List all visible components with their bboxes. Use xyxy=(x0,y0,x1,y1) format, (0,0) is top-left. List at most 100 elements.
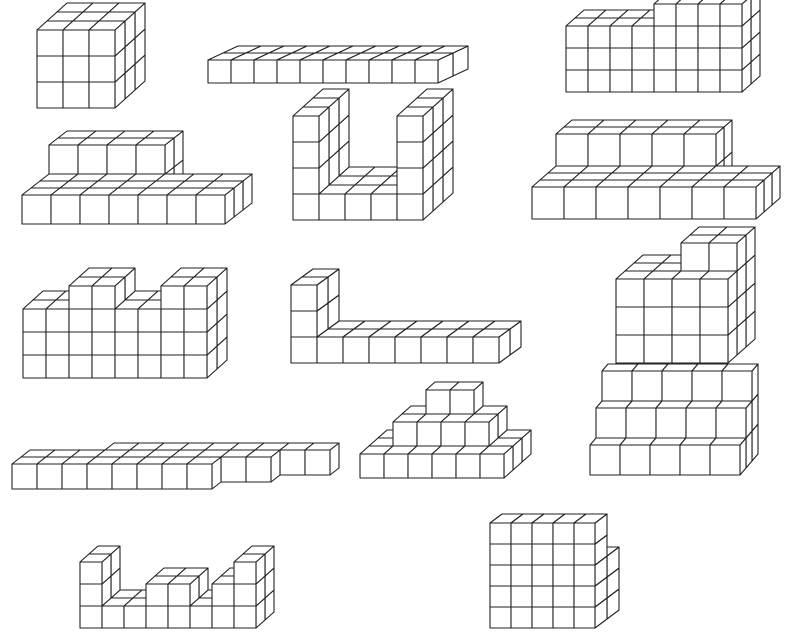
cube-front-face xyxy=(620,445,650,475)
cube-front-face xyxy=(343,337,369,363)
cube-front-face xyxy=(447,337,473,363)
cube-front-face xyxy=(46,355,69,378)
cube-front-face xyxy=(532,187,564,219)
cube-front-face xyxy=(37,82,63,108)
cube-front-face xyxy=(196,195,225,224)
cube-front-face xyxy=(63,56,89,82)
cube-front-face xyxy=(360,454,384,478)
cube-front-face xyxy=(654,48,676,70)
cube-front-face xyxy=(80,584,102,606)
cube-front-face xyxy=(49,145,78,174)
cube-front-face xyxy=(89,82,115,108)
cube-front-face xyxy=(676,70,698,92)
cube-front-face xyxy=(553,607,574,628)
cube-front-face xyxy=(632,26,654,48)
cube-front-face xyxy=(490,607,511,628)
cube-front-face xyxy=(432,454,456,478)
cube-front-face xyxy=(136,145,165,174)
cube-front-face xyxy=(92,286,115,309)
cube-front-face xyxy=(80,195,109,224)
cube-front-face xyxy=(681,243,709,271)
cube-front-face xyxy=(212,584,234,606)
figure-stepped-block xyxy=(566,0,760,92)
cube-front-face xyxy=(69,355,92,378)
cube-front-face xyxy=(293,116,319,142)
cube-front-face xyxy=(490,586,511,607)
figure-cube-3x3x3 xyxy=(37,3,145,108)
cube-top-face xyxy=(740,166,780,173)
cube-front-face xyxy=(246,457,271,482)
cube-front-face xyxy=(720,48,742,70)
cube-front-face xyxy=(146,584,168,606)
cube-front-face xyxy=(112,464,137,489)
cube-front-face xyxy=(473,337,499,363)
cube-front-face xyxy=(115,355,138,378)
cube-front-face xyxy=(556,134,588,166)
cube-front-face xyxy=(676,48,698,70)
cube-front-face xyxy=(628,187,660,219)
cube-front-face xyxy=(138,332,161,355)
cube-front-face xyxy=(392,60,415,83)
cube-front-face xyxy=(650,445,680,475)
cube-top-face xyxy=(724,180,764,187)
cube-front-face xyxy=(231,60,254,83)
cube-front-face xyxy=(291,311,317,337)
cube-front-face xyxy=(684,134,716,166)
cube-front-face xyxy=(610,70,632,92)
cube-front-face xyxy=(426,390,450,414)
cube-front-face xyxy=(553,586,574,607)
cube-front-face xyxy=(441,422,465,446)
cube-front-face xyxy=(602,371,632,401)
cube-front-face xyxy=(680,445,710,475)
cube-front-face xyxy=(616,279,644,307)
cube-front-face xyxy=(610,26,632,48)
cube-front-face xyxy=(397,194,423,220)
cube-top-face xyxy=(710,438,746,445)
cube-front-face xyxy=(115,332,138,355)
cube-front-face xyxy=(80,606,102,628)
cube-front-face xyxy=(564,187,596,219)
cube-front-face xyxy=(124,606,146,628)
cube-front-face xyxy=(698,4,720,26)
cube-front-face xyxy=(369,60,392,83)
cube-front-face xyxy=(293,168,319,194)
cube-front-face xyxy=(588,26,610,48)
cube-front-face xyxy=(46,309,69,332)
figure-box-with-steps xyxy=(590,364,758,475)
cube-front-face xyxy=(532,607,553,628)
cube-front-face xyxy=(234,606,256,628)
cube-front-face xyxy=(686,408,716,438)
cube-front-face xyxy=(63,82,89,108)
figure-tall-chair xyxy=(490,514,619,628)
cube-front-face xyxy=(672,335,700,363)
cube-front-face xyxy=(480,454,504,478)
cube-front-face xyxy=(300,60,323,83)
cube-front-face xyxy=(720,70,742,92)
cube-front-face xyxy=(511,565,532,586)
cube-front-face xyxy=(574,523,595,544)
cube-front-face xyxy=(161,332,184,355)
cube-front-face xyxy=(168,584,190,606)
cube-front-face xyxy=(184,309,207,332)
cube-front-face xyxy=(511,544,532,565)
cube-front-face xyxy=(415,60,438,83)
cube-front-face xyxy=(574,544,595,565)
cube-front-face xyxy=(490,544,511,565)
cube-front-face xyxy=(700,307,728,335)
cube-top-face xyxy=(722,364,758,371)
cube-front-face xyxy=(102,606,124,628)
cube-front-face xyxy=(167,195,196,224)
cube-front-face xyxy=(346,60,369,83)
cube-front-face xyxy=(221,457,246,482)
cube-front-face xyxy=(532,586,553,607)
cube-front-face xyxy=(37,56,63,82)
cube-front-face xyxy=(596,408,626,438)
cube-front-face xyxy=(408,454,432,478)
cube-front-face xyxy=(588,48,610,70)
cube-front-face xyxy=(654,4,676,26)
cube-front-face xyxy=(92,332,115,355)
cube-front-face xyxy=(397,168,423,194)
cube-front-face xyxy=(632,48,654,70)
cube-front-face xyxy=(184,332,207,355)
